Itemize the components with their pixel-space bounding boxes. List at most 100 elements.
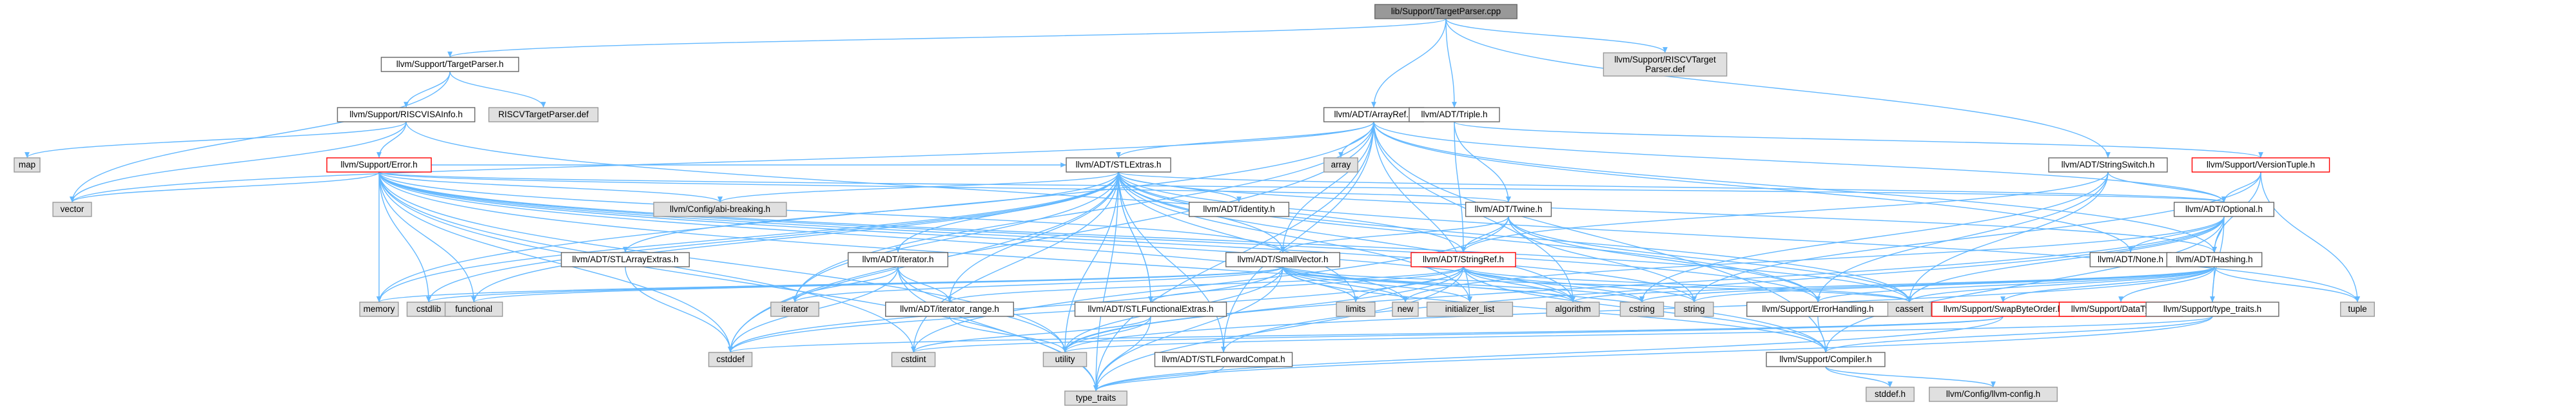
node-label: llvm/Support/RISCVTarget bbox=[1614, 55, 1716, 64]
node-cassert[interactable]: cassert bbox=[1887, 302, 1932, 317]
edge-triple-to-versiontuple bbox=[1454, 121, 2263, 158]
node-stringref[interactable]: llvm/ADT/StringRef.h bbox=[1410, 252, 1516, 267]
node-compiler[interactable]: llvm/Support/Compiler.h bbox=[1766, 352, 1886, 367]
node-map[interactable]: map bbox=[14, 157, 41, 173]
node-versiontuple[interactable]: llvm/Support/VersionTuple.h bbox=[2191, 157, 2330, 173]
node-error_h[interactable]: llvm/Support/Error.h bbox=[326, 157, 432, 173]
node-box bbox=[1064, 390, 1127, 406]
node-cstdint[interactable]: cstdint bbox=[891, 352, 936, 367]
node-box bbox=[885, 302, 1014, 317]
node-triple[interactable]: llvm/ADT/Triple.h bbox=[1409, 107, 1500, 122]
edge-hashing-to-datatypes bbox=[2118, 266, 2215, 303]
node-box bbox=[1674, 302, 1714, 317]
node-tp_h[interactable]: llvm/Support/TargetParser.h bbox=[380, 57, 520, 72]
node-identity[interactable]: llvm/ADT/identity.h bbox=[1188, 202, 1290, 217]
node-label: llvm/ADT/StringRef.h bbox=[1423, 255, 1504, 264]
edge-smallvector-to-cassert bbox=[1282, 266, 1912, 303]
edge-stringref-to-cassert bbox=[1463, 266, 1912, 303]
node-stlextras[interactable]: llvm/ADT/STLExtras.h bbox=[1066, 157, 1171, 173]
node-box bbox=[1410, 252, 1516, 267]
node-iterator_h[interactable]: llvm/ADT/iterator.h bbox=[847, 252, 949, 267]
edge-stlextras-to-cstdint bbox=[911, 171, 1119, 353]
node-stringswitch[interactable]: llvm/ADT/StringSwitch.h bbox=[2048, 157, 2168, 173]
edge-stringref-to-utility bbox=[1062, 266, 1464, 353]
node-stlforward[interactable]: llvm/ADT/STLForwardCompat.h bbox=[1154, 352, 1293, 367]
node-riscv_def[interactable]: llvm/Support/RISCVTargetParser.def bbox=[1603, 52, 1728, 77]
node-iterator[interactable]: iterator bbox=[770, 302, 819, 317]
node-label: llvm/ADT/StringSwitch.h bbox=[2062, 160, 2155, 169]
edge-versiontuple-to-tuple bbox=[2260, 171, 2360, 303]
node-llvmconfig[interactable]: llvm/Config/llvm-config.h bbox=[1929, 387, 2058, 402]
node-box bbox=[52, 202, 92, 217]
node-label: llvm/ADT/ArrayRef.h bbox=[1334, 110, 1413, 119]
node-label: memory bbox=[364, 304, 395, 314]
edge-stlextras-to-cstdlib bbox=[426, 171, 1119, 303]
node-new[interactable]: new bbox=[1392, 302, 1419, 317]
edge-stlfunc-to-utility bbox=[1062, 316, 1151, 353]
node-arrayref[interactable]: llvm/ADT/ArrayRef.h bbox=[1323, 107, 1425, 122]
edge-arrayref-to-stlextras bbox=[1116, 121, 1374, 158]
node-twine[interactable]: llvm/ADT/Twine.h bbox=[1465, 202, 1552, 217]
node-stlfunc[interactable]: llvm/ADT/STLFunctionalExtras.h bbox=[1074, 302, 1227, 317]
edge-riscv_isa-to-error_h bbox=[376, 121, 407, 158]
node-smallvector[interactable]: llvm/ADT/SmallVector.h bbox=[1225, 252, 1340, 267]
node-root[interactable]: lib/Support/TargetParser.cpp bbox=[1374, 4, 1517, 19]
node-box bbox=[2166, 252, 2263, 267]
edge-stlforward-to-type_traits bbox=[1093, 366, 1224, 392]
node-type_traits[interactable]: type_traits bbox=[1064, 390, 1127, 406]
node-swapbyte[interactable]: llvm/Support/SwapByteOrder.h bbox=[1931, 302, 2074, 317]
node-utility[interactable]: utility bbox=[1042, 352, 1088, 367]
edge-arrayref-to-stlforward bbox=[1221, 121, 1374, 353]
node-riscv_isa[interactable]: llvm/Support/RISCVISAInfo.h bbox=[337, 107, 476, 122]
node-label: RISCVTargetParser.def bbox=[498, 110, 589, 119]
node-vector[interactable]: vector bbox=[52, 202, 92, 217]
edge-error_h-to-algorithm bbox=[378, 171, 1576, 303]
node-optional[interactable]: llvm/ADT/Optional.h bbox=[2173, 202, 2275, 217]
node-box bbox=[1887, 302, 1932, 317]
node-stddef[interactable]: stddef.h bbox=[1866, 387, 1915, 402]
edge-stringref-to-cstring bbox=[1463, 266, 1644, 303]
node-none[interactable]: llvm/ADT/None.h bbox=[2089, 252, 2172, 267]
node-tuple[interactable]: tuple bbox=[2340, 302, 2375, 317]
node-label: llvm/ADT/Twine.h bbox=[1474, 204, 1542, 214]
node-typetraits_h[interactable]: llvm/Support/type_traits.h bbox=[2145, 302, 2279, 317]
edge-riscv_isa-to-vector bbox=[70, 121, 407, 203]
edge-errorhandling-to-compiler bbox=[1817, 316, 1828, 353]
edge-stlextras-to-algorithm bbox=[1118, 171, 1576, 303]
node-limits[interactable]: limits bbox=[1336, 302, 1376, 317]
node-label: cstddef bbox=[716, 354, 745, 364]
node-hashing[interactable]: llvm/ADT/Hashing.h bbox=[2166, 252, 2263, 267]
edge-arrayref-to-hashing bbox=[1373, 121, 2217, 253]
node-box bbox=[1066, 157, 1171, 173]
node-box bbox=[561, 252, 690, 267]
node-box bbox=[847, 252, 949, 267]
node-abi[interactable]: llvm/Config/abi-breaking.h bbox=[653, 202, 787, 217]
node-label: llvm/Support/TargetParser.h bbox=[396, 59, 504, 69]
edge-stlextras-to-errorhandling bbox=[1118, 171, 1820, 303]
node-functional[interactable]: functional bbox=[444, 302, 503, 317]
edge-root-to-arrayref bbox=[1371, 18, 1447, 108]
edge-hashing-to-swapbyte bbox=[2000, 266, 2215, 303]
node-memory[interactable]: memory bbox=[359, 302, 399, 317]
node-label: llvm/Support/type_traits.h bbox=[2163, 304, 2261, 314]
node-cstddef[interactable]: cstddef bbox=[708, 352, 753, 367]
node-label: tuple bbox=[2348, 304, 2366, 314]
edge-error_h-to-new bbox=[378, 171, 1408, 303]
node-stlarrayext[interactable]: llvm/ADT/STLArrayExtras.h bbox=[561, 252, 690, 267]
edge-stringswitch-to-cstring bbox=[1639, 171, 2109, 303]
node-iter_range[interactable]: llvm/ADT/iterator_range.h bbox=[885, 302, 1014, 317]
node-box bbox=[2145, 302, 2279, 317]
node-algorithm[interactable]: algorithm bbox=[1546, 302, 1600, 317]
node-label: llvm/ADT/identity.h bbox=[1203, 204, 1275, 214]
node-cstring[interactable]: cstring bbox=[1619, 302, 1664, 317]
node-label: limits bbox=[1346, 304, 1366, 314]
node-riscv_def2[interactable]: RISCVTargetParser.def bbox=[488, 107, 599, 122]
node-cstdlib[interactable]: cstdlib bbox=[406, 302, 451, 317]
node-box bbox=[1074, 302, 1227, 317]
node-array[interactable]: array bbox=[1323, 157, 1358, 173]
edge-stlextras-to-optional bbox=[1118, 171, 2227, 203]
node-init_list[interactable]: initializer_list bbox=[1426, 302, 1514, 317]
node-string[interactable]: string bbox=[1674, 302, 1714, 317]
node-errorhandling[interactable]: llvm/Support/ErrorHandling.h bbox=[1746, 302, 1889, 317]
